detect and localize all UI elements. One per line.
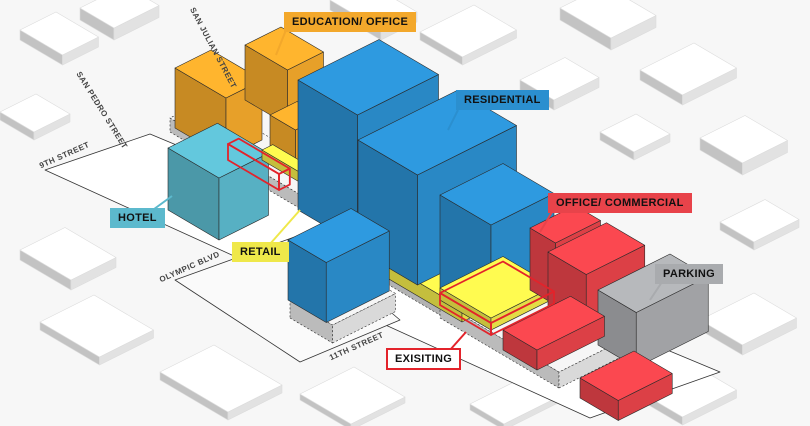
- context-block-17-top-face: [0, 93, 71, 133]
- residential-tower-1-top-face: [297, 39, 439, 116]
- context-block-16-top-face: [599, 113, 671, 153]
- leader-education: [275, 29, 287, 56]
- label-retail: RETAIL: [232, 242, 289, 262]
- podium-small-left-face: [289, 299, 333, 344]
- context-block-0-top-face: [19, 11, 99, 56]
- podium-east-right-face: [558, 340, 623, 389]
- context-block-7-top-face: [719, 199, 800, 243]
- context-block-5-top-face: [639, 42, 737, 96]
- leader-existing: [449, 331, 467, 351]
- label-parking: PARKING: [655, 264, 724, 284]
- label-office-commercial: OFFICE/ COMMERCIAL: [548, 193, 692, 213]
- context-block-8-top-face: [19, 227, 117, 281]
- office-building-2-top-face: [547, 222, 646, 275]
- leader-residential: [447, 109, 459, 131]
- label-education-office: EDUCATION/ OFFICE: [284, 12, 417, 32]
- context-block-9-top-face: [39, 294, 154, 358]
- office-building-1-top-face: [529, 205, 601, 244]
- leader-office: [539, 211, 553, 233]
- existing-outline-2-top-face: [439, 260, 555, 324]
- leader-retail: [269, 209, 301, 245]
- context-block-4-top-face: [559, 0, 657, 39]
- residential-building-small-top-face: [287, 208, 390, 263]
- leader-parking: [649, 281, 663, 301]
- context-block-10-top-face: [159, 344, 283, 413]
- context-block-6-top-face: [699, 115, 788, 164]
- context-block-11-top-face: [299, 366, 406, 425]
- office-pavilion-2-top-face: [579, 350, 673, 401]
- residential-tower-2-top-face: [357, 90, 517, 176]
- label-residential: RESIDENTIAL: [456, 90, 549, 110]
- education-building-2-top-face: [244, 26, 324, 71]
- context-block-13-top-face: [699, 292, 797, 346]
- context-block-1-top-face: [79, 0, 160, 29]
- context-block-3-top-face: [419, 4, 517, 58]
- label-existing: EXISITING: [386, 348, 462, 370]
- existing-outline-1-top-face: [227, 137, 291, 175]
- label-hotel: HOTEL: [110, 208, 165, 228]
